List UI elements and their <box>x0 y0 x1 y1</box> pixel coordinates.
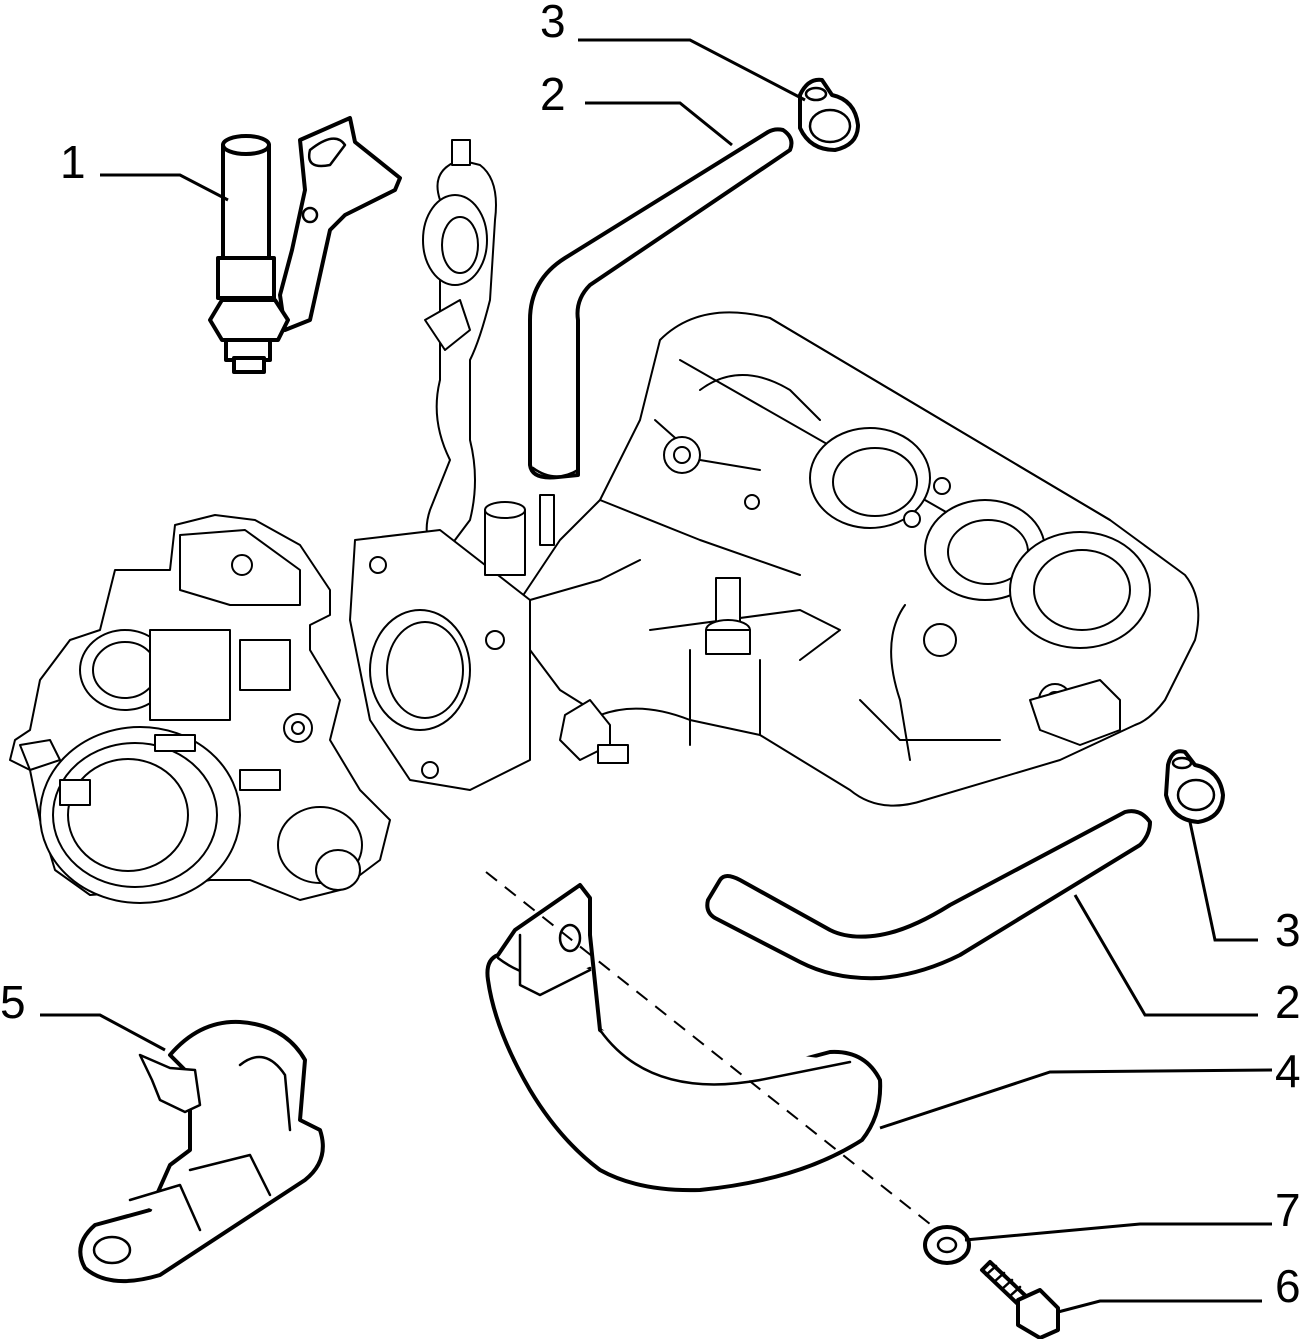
part-3-lower-clamp <box>1164 749 1225 824</box>
callout-6: 6 <box>1275 1260 1301 1312</box>
part-5-mounting-clamp <box>78 1019 325 1284</box>
leader-4 <box>879 1068 1273 1130</box>
part-4-curved-support <box>485 883 883 1193</box>
leader-2-lower <box>1073 894 1258 1017</box>
part-2-lower-hose <box>705 809 1152 981</box>
callout-1: 1 <box>60 136 86 188</box>
part-2-upper-hose <box>528 127 794 480</box>
leader-1 <box>100 173 229 202</box>
thermostat-housing-background <box>349 139 641 791</box>
callout-2-lower: 2 <box>1275 976 1301 1028</box>
leader-6 <box>1057 1299 1262 1314</box>
callout-7: 7 <box>1275 1184 1301 1236</box>
part-7-washer <box>923 1225 971 1265</box>
callout-5: 5 <box>0 976 26 1028</box>
leader-7 <box>964 1222 1272 1242</box>
callout-leader-lines <box>40 38 1273 1314</box>
part-3-upper-clamp <box>798 77 860 152</box>
leader-3-upper <box>578 38 806 102</box>
part-6-bolt <box>980 1260 1060 1339</box>
leader-2-upper <box>585 101 733 147</box>
callout-4: 4 <box>1275 1045 1301 1097</box>
callout-2-upper: 2 <box>540 68 566 120</box>
callout-3-upper: 3 <box>540 0 566 47</box>
part-1-sensor-with-bracket <box>208 116 402 374</box>
leader-3-lower <box>1188 821 1258 942</box>
throttle-body-background <box>9 514 391 904</box>
callout-labels: 1 2 3 2 3 4 5 6 7 <box>0 0 1301 1312</box>
intake-manifold-background <box>519 311 1200 807</box>
callout-3-lower: 3 <box>1275 904 1301 956</box>
leader-5 <box>40 1013 166 1052</box>
